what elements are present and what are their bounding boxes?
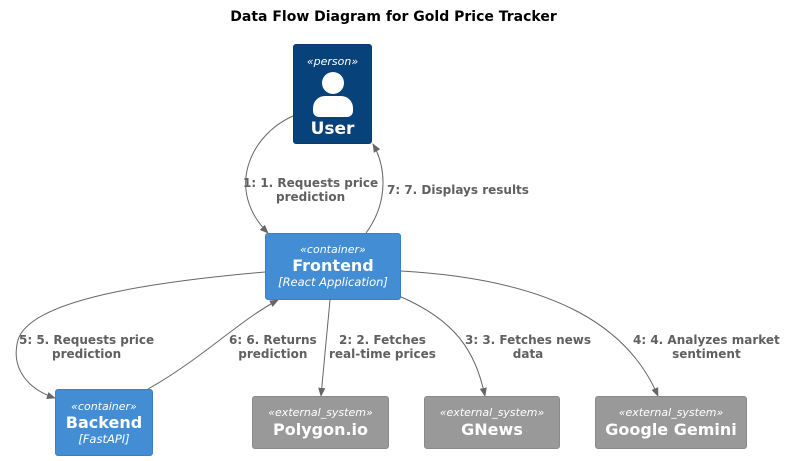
edge-frontend-to-backend xyxy=(15,271,266,399)
backend-stereotype: «container» xyxy=(71,400,137,413)
edge-label-5-line2: prediction xyxy=(52,347,122,361)
backend-name: Backend xyxy=(65,413,143,432)
edge-frontend-to-gemini xyxy=(400,270,659,397)
edge-label-4: 4: 4. Analyzes market sentiment xyxy=(633,333,780,361)
edge-label-7-line1: 7: 7. Displays results xyxy=(387,183,529,197)
edge-label-6: 6: 6. Returns prediction xyxy=(229,333,317,361)
edge-label-3-line1: 3: 3. Fetches news xyxy=(465,333,592,347)
gnews-name: GNews xyxy=(461,420,523,439)
edge-label-2: 2: 2. Fetches real-time prices xyxy=(329,333,436,361)
edge-backend-to-frontend xyxy=(147,299,279,390)
edge-frontend-to-user xyxy=(365,143,384,234)
gemini-stereotype: «external_system» xyxy=(618,406,724,419)
backend-node: «container» Backend [FastAPI] xyxy=(55,389,153,456)
edge-label-2-line1: 2: 2. Fetches xyxy=(339,333,426,347)
edge-frontend-to-gnews xyxy=(398,295,487,397)
person-icon xyxy=(312,72,353,118)
backend-technology: [FastAPI] xyxy=(78,432,130,446)
gnews-node: «external_system» GNews xyxy=(424,396,560,449)
frontend-technology: [React Application] xyxy=(278,275,388,289)
edge-label-5-line1: 5: 5. Requests price xyxy=(19,333,155,347)
diagram-title: Data Flow Diagram for Gold Price Tracker xyxy=(230,9,557,25)
edge-label-4-line1: 4: 4. Analyzes market xyxy=(633,333,780,347)
edge-label-6-line2: prediction xyxy=(238,347,308,361)
polygon-name: Polygon.io xyxy=(272,420,369,439)
user-node: «person» User xyxy=(293,44,372,144)
frontend-stereotype: «container» xyxy=(300,243,366,256)
gnews-stereotype: «external_system» xyxy=(439,406,545,419)
edge-label-6-line1: 6: 6. Returns xyxy=(229,333,317,347)
frontend-name: Frontend xyxy=(292,256,374,275)
edge-frontend-to-polygon xyxy=(318,299,331,397)
edge-label-7: 7: 7. Displays results xyxy=(387,183,529,197)
edge-user-to-frontend xyxy=(245,115,294,234)
edge-label-3-line2: data xyxy=(512,347,544,361)
polygon-node: «external_system» Polygon.io xyxy=(252,396,389,449)
polygon-stereotype: «external_system» xyxy=(268,406,373,419)
edge-label-3: 3: 3. Fetches news data xyxy=(465,333,591,361)
frontend-node: «container» Frontend [React Application] xyxy=(265,233,401,300)
edge-label-5: 5: 5. Requests price prediction xyxy=(19,333,154,361)
edge-label-1-line1: 1: 1. Requests price xyxy=(243,176,379,190)
edge-label-2-line2: real-time prices xyxy=(329,347,436,361)
edge-label-1-line2: prediction xyxy=(276,190,346,204)
gemini-node: «external_system» Google Gemini xyxy=(595,396,747,449)
user-name: User xyxy=(310,119,355,139)
edge-label-4-line2: sentiment xyxy=(672,347,741,361)
edge-label-1: 1: 1. Requests price prediction xyxy=(243,176,378,204)
gemini-name: Google Gemini xyxy=(605,420,737,439)
user-stereotype: «person» xyxy=(306,55,359,68)
